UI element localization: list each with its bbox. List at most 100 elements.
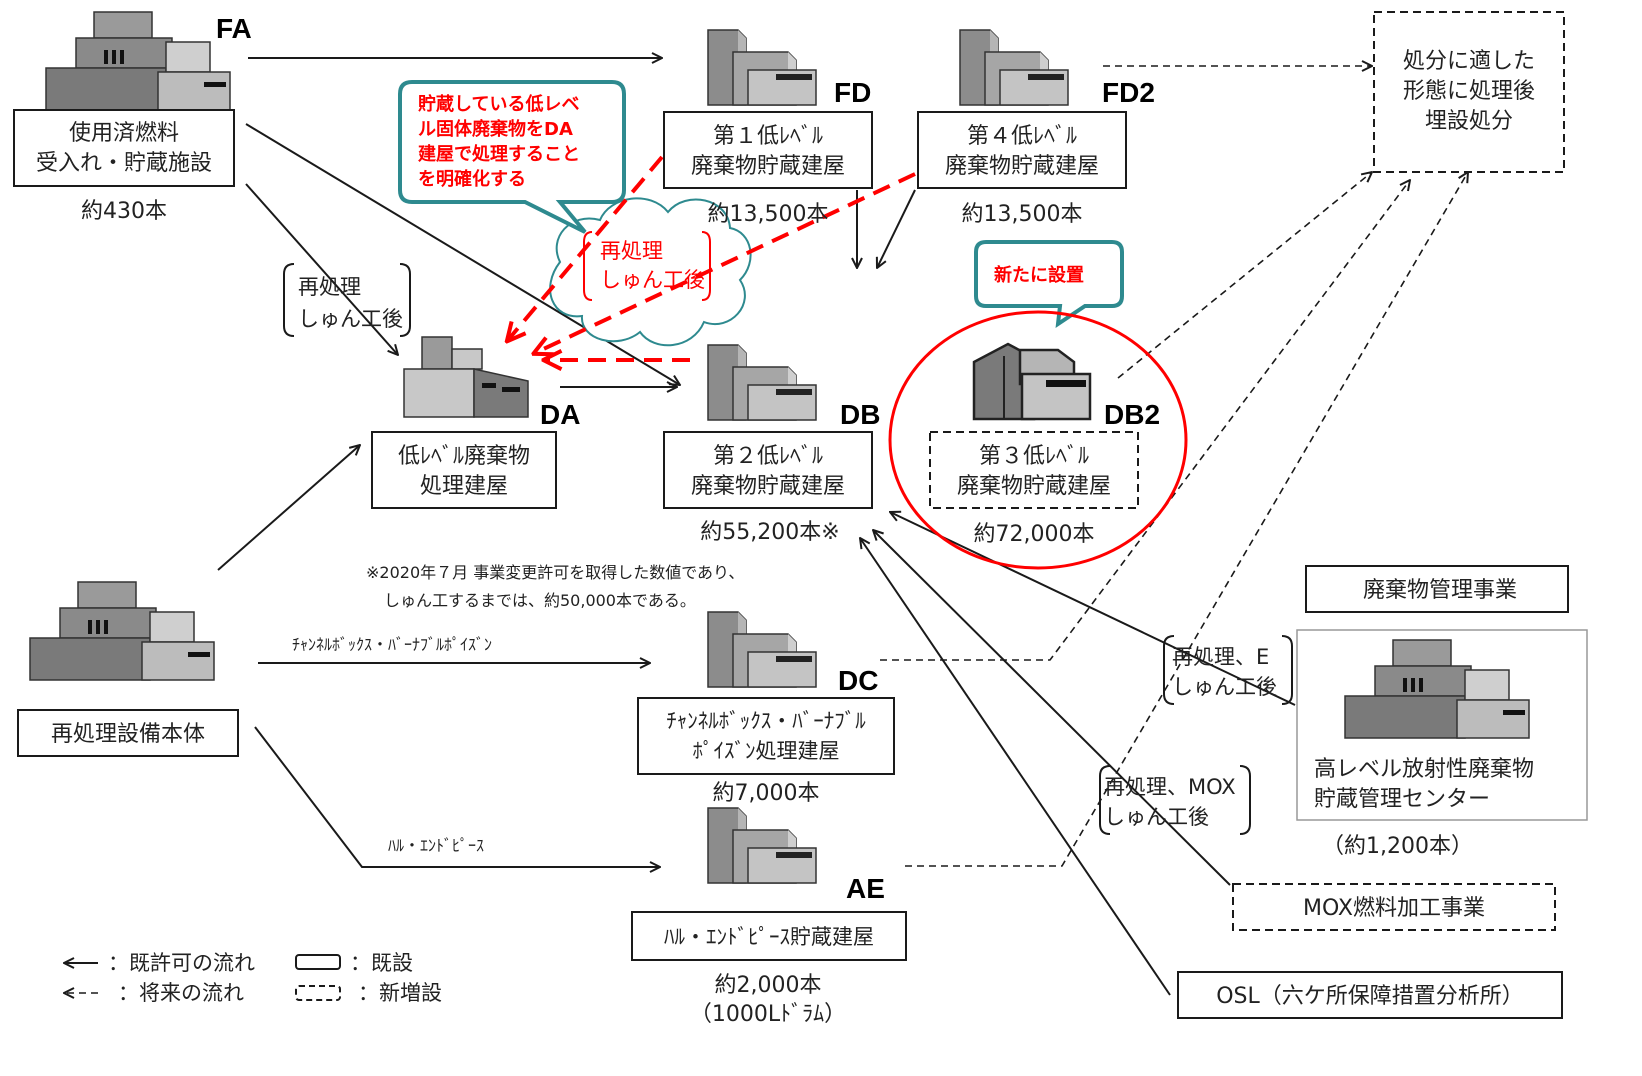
clarify-line1: 貯蔵している低レベ [418,93,579,115]
db2-highlight-ellipse [888,310,1188,570]
note-line1: ※2020年７月 事業変更許可を取得した数値であり、 [366,563,744,582]
ae-building-icon [707,807,817,884]
channel-flow-label: ﾁｬﾝﾈﾙﾎﾞｯｸｽ・ﾊﾞｰﾅﾌﾞﾙﾎﾟｲｽﾞﾝ [292,635,492,654]
red-bracket-left [583,231,593,301]
waste-mgmt-name: 廃棄物管理事業 [1363,578,1517,603]
legend-solid-arrow-label: ：既許可の流れ [108,951,255,975]
fd2-count: 約13,500本 [962,202,1083,227]
db2-name-line1: 第３低ﾚﾍﾞﾙ [979,444,1089,469]
clarify-callout [398,80,626,234]
fa-name-line2: 受入れ・貯蔵施設 [36,151,212,176]
legend-solid-box-label: ：既設 [350,951,413,975]
fa-count: 約430本 [81,199,167,224]
clarify-line2: ル固体廃棄物をDA [418,118,573,140]
note-line2: しゅん工するまでは、約50,000本である。 [384,591,696,610]
bracket-e-left [1163,635,1175,705]
bracket-e-right [1281,635,1293,705]
fd-building-icon [707,29,817,106]
flow-hlw-to-db [890,512,1296,706]
dc-count: 約7,000本 [713,781,820,806]
fd-code: FD [834,77,871,108]
db-name-line2: 廃棄物貯蔵建屋 [691,474,845,499]
after-completion-line2: しゅん工後 [298,307,403,331]
hull-flow-label: ﾊﾙ・ｴﾝﾄﾞﾋﾟｰｽ [388,836,484,855]
flow-fa-to-da [245,183,398,355]
fa-code: FA [216,13,252,44]
ae-count2: （1000Lﾄﾞﾗﾑ） [690,1002,846,1027]
dc-code: DC [838,665,878,696]
db-count: 約55,200本※ [700,520,839,545]
db2-code: DB2 [1104,399,1160,430]
fd-count: 約13,500本 [708,202,829,227]
db-name-line1: 第２低ﾚﾍﾞﾙ [713,444,823,469]
hlw-line2: 貯蔵管理センター [1314,787,1490,812]
disposal-line1: 処分に適した [1403,49,1535,74]
da-building-icon [403,336,529,418]
ae-box [631,911,907,961]
hlw-count: （約1,200本） [1322,834,1473,859]
db-box [663,431,873,509]
ae-code: AE [846,873,885,904]
new-install-text: 新たに設置 [994,264,1084,286]
ae-count: 約2,000本 [715,973,822,998]
fd-name-line2: 廃棄物貯蔵建屋 [691,154,845,179]
bracket-left [283,263,295,337]
flow-main-to-da [217,445,360,571]
fd2-building-icon [959,29,1069,106]
mox-box [1232,883,1556,931]
disposal-line2: 形態に処理後 [1403,79,1535,104]
clarify-line4: を明確化する [418,168,526,190]
reproc-mox-line1: 再処理、MOX [1104,775,1236,799]
da-name-line2: 処理建屋 [420,474,508,499]
legend-solid-box-icon [295,954,341,970]
dc-building-icon [707,611,817,688]
flow-osl-to-db [860,538,1171,996]
osl-name: OSL（六ケ所保障措置分析所） [1216,984,1524,1009]
mox-name: MOX燃料加工事業 [1303,896,1485,921]
after-completion-line1: 再処理 [298,275,361,299]
fa-name-line1: 使用済燃料 [69,121,179,146]
red-bracket-right [701,231,711,301]
fd2-code: FD2 [1102,77,1155,108]
main-name: 再処理設備本体 [51,722,205,747]
bracket-right [399,263,411,337]
waste-mgmt-box [1305,565,1569,613]
fd2-name-line1: 第４低ﾚﾍﾞﾙ [967,124,1077,149]
fd2-name-line2: 廃棄物貯蔵建屋 [945,154,1099,179]
da-code: DA [540,399,580,430]
legend: ：既許可の流れ ：将来の流れ ：既設 ：新増設 [64,951,442,1005]
future-ae-to-disposal [905,172,1468,867]
reproc-e-line2: しゅん工後 [1172,675,1277,699]
legend-dashed-box-icon [295,985,341,1001]
legend-dashed-box-label: ：新増設 [358,981,442,1005]
reproc-e-line1: 再処理、E [1172,645,1269,669]
fa-box [13,109,235,187]
fd2-box [917,111,1127,189]
db2-building-icon [972,342,1092,421]
fa-building-icon [45,11,231,111]
fd-name-line1: 第１低ﾚﾍﾞﾙ [713,124,823,149]
disposal-box [1373,11,1565,173]
main-building-icon [29,581,215,681]
db2-count: 約72,000本 [974,522,1095,547]
disposal-line3: 埋設処分 [1425,109,1513,134]
future-dc-to-disposal [880,180,1410,661]
flow-fd2-to-db [877,189,916,268]
db-code: DB [840,399,880,430]
hlw-line1: 高レベル放射性廃棄物 [1314,757,1534,782]
red-future-fd2-to-da [535,172,916,353]
bracket-mox-right [1239,765,1251,835]
db-building-icon [707,344,817,421]
dc-name-line2: ﾎﾟｲｽﾞﾝ処理建屋 [693,739,840,763]
da-name-line1: 低ﾚﾍﾞﾙ廃棄物 [398,444,530,469]
db2-name-line2: 廃棄物貯蔵建屋 [957,474,1111,499]
main-box [17,709,239,757]
osl-box [1177,971,1563,1019]
flow-main-to-ae [254,726,660,867]
reproc-mox-line2: しゅん工後 [1104,805,1209,829]
da-box [371,431,557,509]
future-db2-to-disposal [1117,172,1372,379]
red-after-line2: しゅん工後 [600,268,705,292]
clarify-line3: 建屋で処理すること [418,143,580,165]
